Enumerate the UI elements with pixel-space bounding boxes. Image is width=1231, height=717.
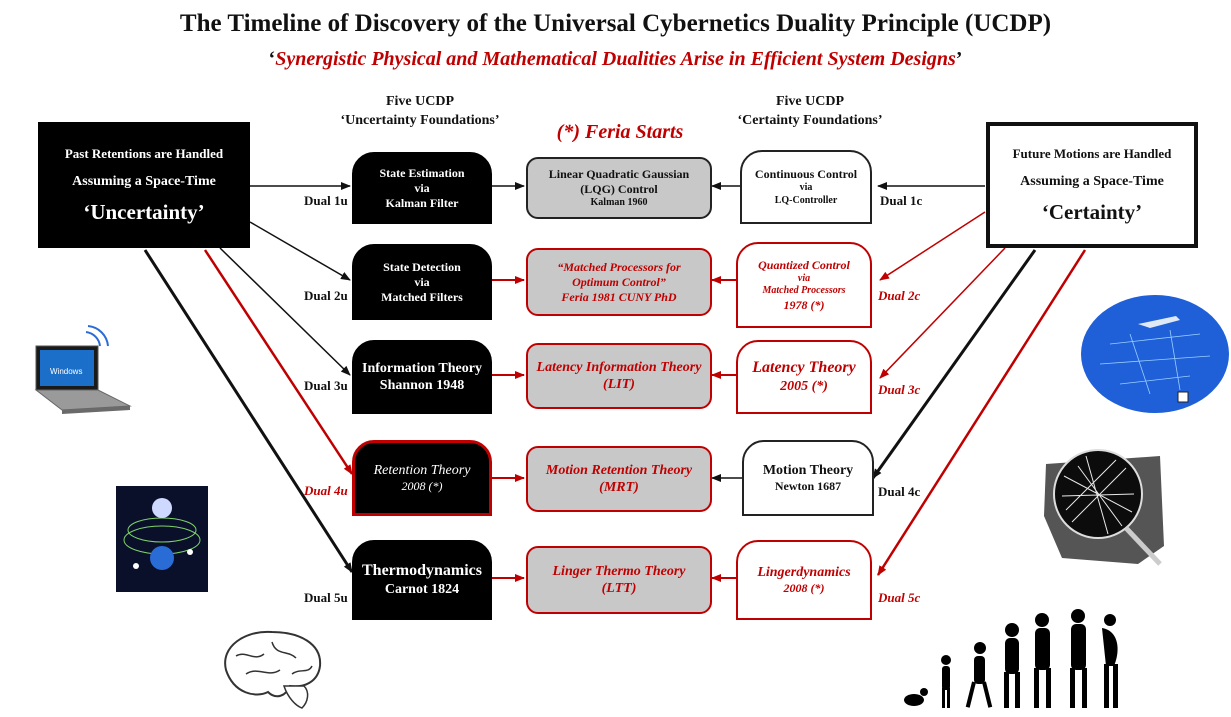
past-retentions-box: Past Retentions are Handled Assuming a S… xyxy=(38,122,250,248)
page-subtitle: ‘Synergistic Physical and Mathematical D… xyxy=(268,48,963,70)
svg-text:Windows: Windows xyxy=(50,367,82,376)
linger-thermo-theory-box: Linger Thermo Theory(LTT) xyxy=(526,546,712,614)
dual-2c-label: Dual 2c xyxy=(878,288,921,303)
uncertainty-header: Five UCDP‘Uncertainty Foundations’ xyxy=(340,94,500,128)
dual-1c-label: Dual 1c xyxy=(880,193,923,208)
dual-4c-label: Dual 4c xyxy=(878,484,921,499)
certainty-header: Five UCDP‘Certainty Foundations’ xyxy=(737,94,883,128)
dual-3c-label: Dual 3c xyxy=(878,382,921,397)
motion-retention-theory-box: Motion Retention Theory(MRT) xyxy=(526,446,712,512)
dual-1u-label: Dual 1u xyxy=(304,193,348,208)
page-title: The Timeline of Discovery of the Univers… xyxy=(179,10,1052,37)
laptop-icon: Windows xyxy=(28,322,136,414)
dual-3u-label: Dual 3u xyxy=(304,378,348,393)
aircraft-radar-icon xyxy=(1080,294,1230,414)
feria-starts-label: (*) Feria Starts xyxy=(556,121,684,143)
particle-chamber-icon xyxy=(1042,446,1166,570)
earth-satellite-icon xyxy=(116,486,208,592)
dual-5u-label: Dual 5u xyxy=(304,590,348,605)
dual-2u-label: Dual 2u xyxy=(304,288,348,303)
dual-4u-label: Dual 4u xyxy=(304,483,348,498)
dual-5c-label: Dual 5c xyxy=(878,590,921,605)
latency-information-theory-box: Latency Information Theory(LIT) xyxy=(526,343,712,409)
brain-icon xyxy=(216,626,328,712)
future-motions-box: Future Motions are Handled Assuming a Sp… xyxy=(986,122,1198,248)
human-evolution-icon xyxy=(902,606,1128,712)
